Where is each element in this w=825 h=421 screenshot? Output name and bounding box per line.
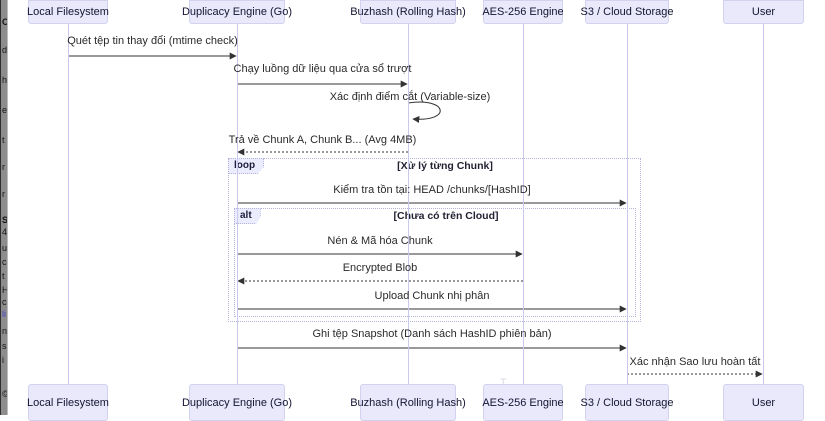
clipped-text-fragment-17: i	[2, 355, 4, 365]
clipped-text-fragment-4: t	[2, 135, 5, 145]
clipped-text-fragment-15: n	[2, 326, 8, 336]
clipped-text-fragment-16: s	[2, 341, 7, 351]
actor-bottom-aes-engine: AES-256 Engine	[482, 384, 564, 421]
clipped-text-fragment-0: C	[2, 17, 8, 27]
clipped-text-fragment-14: li	[2, 309, 6, 319]
clipped-text-fragment-9: u	[2, 243, 8, 253]
clipped-text-fragment-8: 4	[2, 227, 8, 237]
lifeline-duplicacy-engine	[236, 24, 238, 384]
actor-top-s3-storage: S3 / Cloud Storage	[581, 0, 673, 24]
message-label-8: Ghi tệp Snapshot (Danh sách HashID phiên…	[312, 328, 552, 340]
clipped-text-fragment-11: t	[2, 271, 5, 281]
clipped-text-fragment-3: e	[2, 105, 8, 115]
actor-top-duplicacy-engine: Duplicacy Engine (Go)	[182, 0, 292, 24]
message-label-6: Encrypted Blob	[342, 262, 418, 274]
clipped-text-fragment-10: c	[2, 257, 7, 267]
alt-condition-label: [Chưa có trên Cloud]	[393, 210, 499, 222]
clipped-text-fragment-1: d	[2, 45, 8, 55]
message-label-2: Xác định điểm cắt (Variable-size)	[329, 91, 491, 103]
actor-bottom-s3-storage: S3 / Cloud Storage	[581, 384, 673, 421]
message-label-7: Upload Chunk nhị phân	[374, 290, 490, 302]
clipped-text-fragment-6: r	[2, 189, 5, 199]
loop-condition-label: [Xử lý từng Chunk]	[397, 160, 493, 172]
actor-top-local-filesystem: Local Filesystem	[27, 0, 109, 24]
clipped-text-fragment-2: h	[2, 75, 8, 85]
clipped-text-fragment-13: c	[2, 297, 7, 307]
message-label-4: Kiểm tra tồn tại: HEAD /chunks/[HashID]	[333, 184, 531, 196]
message-label-3: Trả về Chunk A, Chunk B... (Avg 4MB)	[228, 134, 417, 146]
alt-frame: alt	[234, 208, 636, 317]
self-message-arrow-2	[407, 101, 441, 123]
message-label-9: Xác nhận Sao lưu hoàn tất	[629, 356, 761, 368]
clipped-text-fragment-7: S	[2, 215, 8, 225]
clipped-text-fragment-18: ©	[2, 389, 8, 399]
loop-label-tab: loop	[228, 158, 265, 174]
actor-bottom-user: User	[723, 384, 804, 421]
alt-label-tab: alt	[234, 208, 261, 224]
lifeline-s3-storage	[626, 24, 628, 384]
message-label-5: Nén & Mã hóa Chunk	[327, 235, 433, 247]
loop-label: loop	[234, 159, 256, 171]
message-label-1: Chạy luồng dữ liệu qua cửa sổ trượt	[233, 63, 412, 75]
alt-label: alt	[240, 209, 252, 221]
lifeline-buzhash	[407, 24, 409, 384]
actor-bottom-buzhash: Buzhash (Rolling Hash)	[350, 384, 466, 421]
lifeline-user	[762, 24, 764, 384]
lifeline-local-filesystem	[67, 24, 69, 384]
clipped-text-fragment-12: H	[2, 285, 8, 295]
actor-bottom-duplicacy-engine: Duplicacy Engine (Go)	[182, 384, 292, 421]
clipped-text-fragment-5: r	[2, 162, 5, 172]
actor-top-user: User	[723, 0, 804, 24]
message-label-0: Quét tệp tin thay đổi (mtime check)	[67, 35, 238, 47]
actor-bottom-local-filesystem: Local Filesystem	[27, 384, 109, 421]
lifeline-aes-engine	[522, 24, 524, 384]
actor-top-buzhash: Buzhash (Rolling Hash)	[350, 0, 466, 24]
ghost-download-icon: ↧	[498, 376, 509, 392]
actor-top-aes-engine: AES-256 Engine	[482, 0, 564, 24]
